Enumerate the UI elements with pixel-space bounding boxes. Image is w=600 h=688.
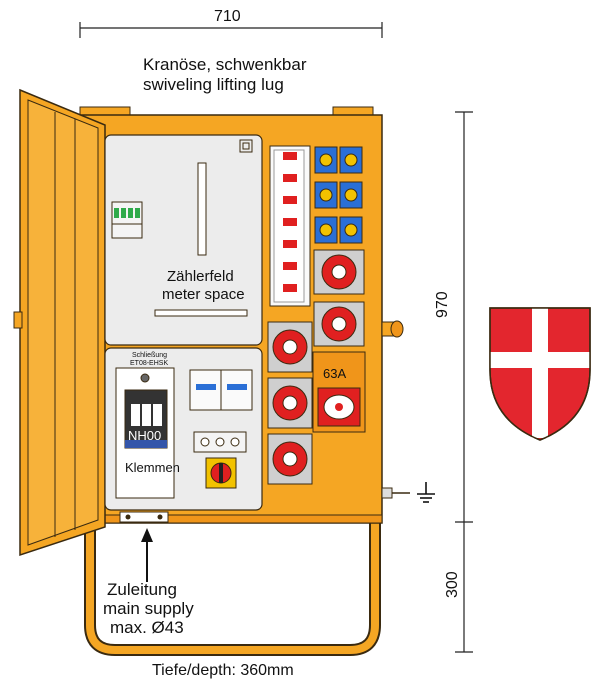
supply-label-2: main supply [103,599,194,618]
height-label-stand: 300 [444,571,461,598]
width-label: 710 [214,8,241,25]
height-label-cabinet: 970 [434,291,451,318]
arrow-up-icon [141,528,153,582]
small-breakers [111,201,143,239]
ground-symbol-icon [417,482,435,503]
socket-63a-label: 63A [323,366,347,381]
depth-label: Tiefe/depth: 360mm [152,662,294,679]
meter-label-en: meter space [162,286,245,303]
vienna-coat-of-arms-icon [489,307,591,441]
meter-panel [104,134,263,346]
lifting-lug-label-en: swiveling lifting lug [143,75,284,94]
fuse-rail [269,145,311,307]
lower-panel [104,347,263,511]
lock-label-2: ET08-EHSK [130,360,169,367]
lock-label-1: Schließung [132,352,168,359]
supply-label-3: max. Ø43 [110,618,184,637]
fuse-label: NH00 [128,428,162,443]
supply-label-1: Zuleitung [107,580,177,599]
lifting-lug-label-de: Kranöse, schwenkbar [143,55,307,74]
meter-label-de: Zählerfeld [167,268,234,285]
terminals-label: Klemmen [125,460,180,475]
cee-sockets [267,249,366,485]
width-dimension [79,22,383,38]
height-dimension [455,111,473,653]
cabinet-door [13,88,106,557]
schuko-sockets [314,146,363,244]
cabinet-stand [84,520,381,656]
